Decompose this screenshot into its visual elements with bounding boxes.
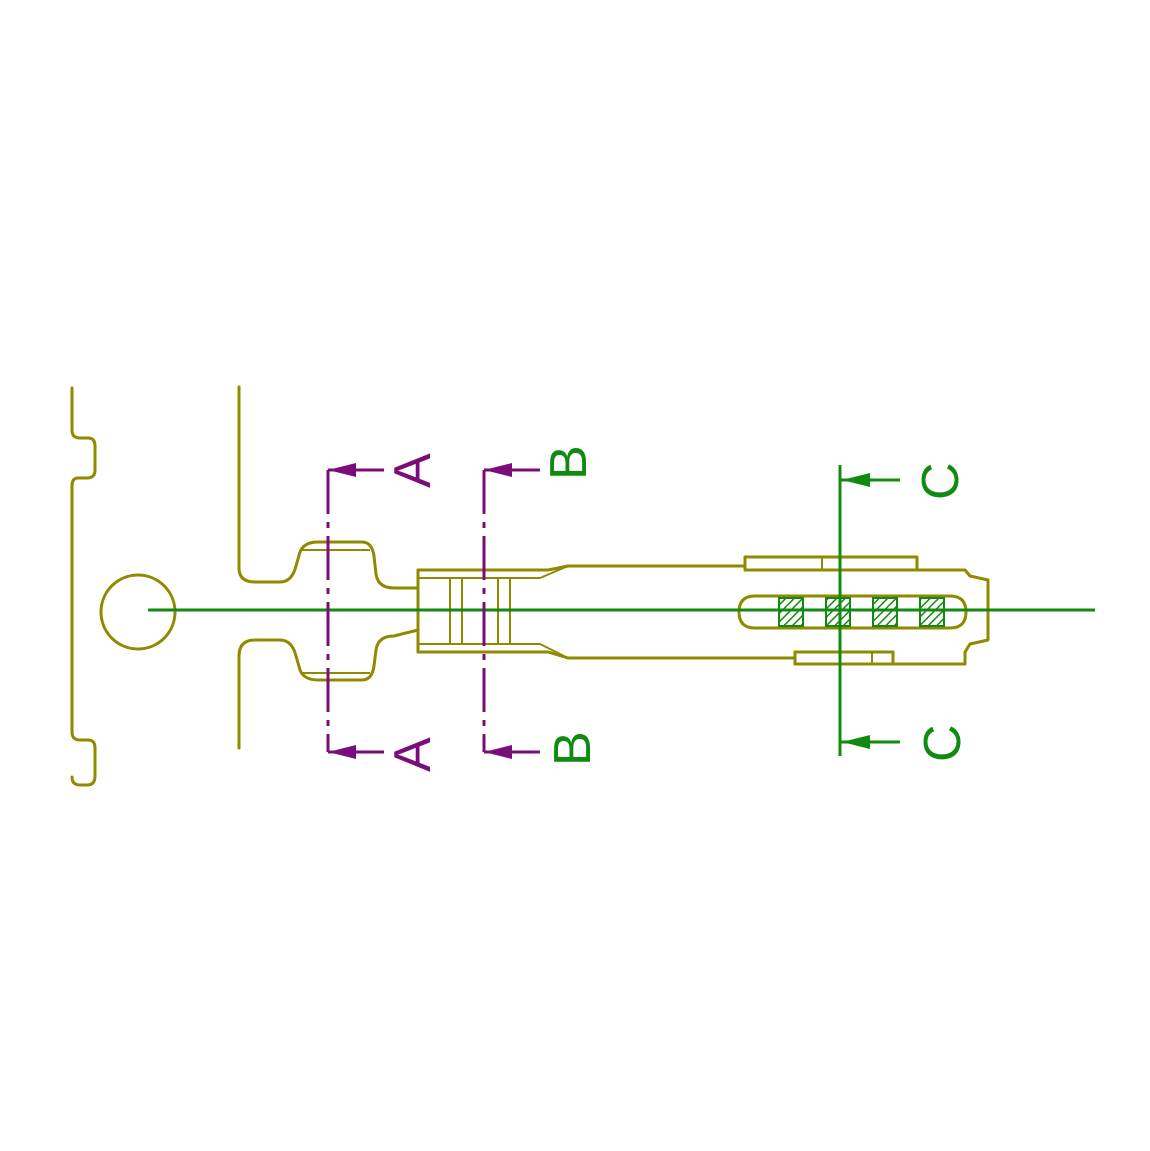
section-b-bottom-label: B [544, 731, 602, 766]
section-c-bottom-label: C [914, 724, 972, 762]
section-c-top-arrow [842, 473, 870, 487]
wire-crimp-bottom [416, 650, 570, 660]
contact-dimple-1 [778, 597, 804, 627]
carrier-strip-edge [70, 386, 97, 787]
pilot-hole [99, 573, 177, 651]
section-a-top-arrow [328, 463, 356, 477]
section-a-bottom-label: A [384, 737, 442, 772]
wire-crimp-bottom-inner [418, 643, 569, 659]
contact-dimple-4 [919, 597, 945, 627]
section-b-top-label: B [540, 445, 598, 480]
section-c-top-label: C [912, 462, 970, 500]
section-a-top-label: A [384, 453, 442, 488]
contact-slot [737, 594, 968, 630]
upper-contact-tab [743, 555, 919, 572]
section-c-bottom-arrow [842, 735, 870, 749]
lower-contact-tab [793, 650, 895, 666]
carrier-web-bottom [237, 628, 420, 750]
section-a-bottom-arrow [328, 745, 356, 759]
contact-dimple-2 [825, 597, 851, 627]
section-b-bottom-arrow [484, 745, 512, 759]
wire-crimp-top [416, 564, 570, 572]
wire-crimp-top-inner [418, 565, 569, 579]
carrier-web-top [237, 385, 420, 590]
section-b-top-arrow [484, 463, 512, 477]
contact-dimple-3 [872, 597, 898, 627]
